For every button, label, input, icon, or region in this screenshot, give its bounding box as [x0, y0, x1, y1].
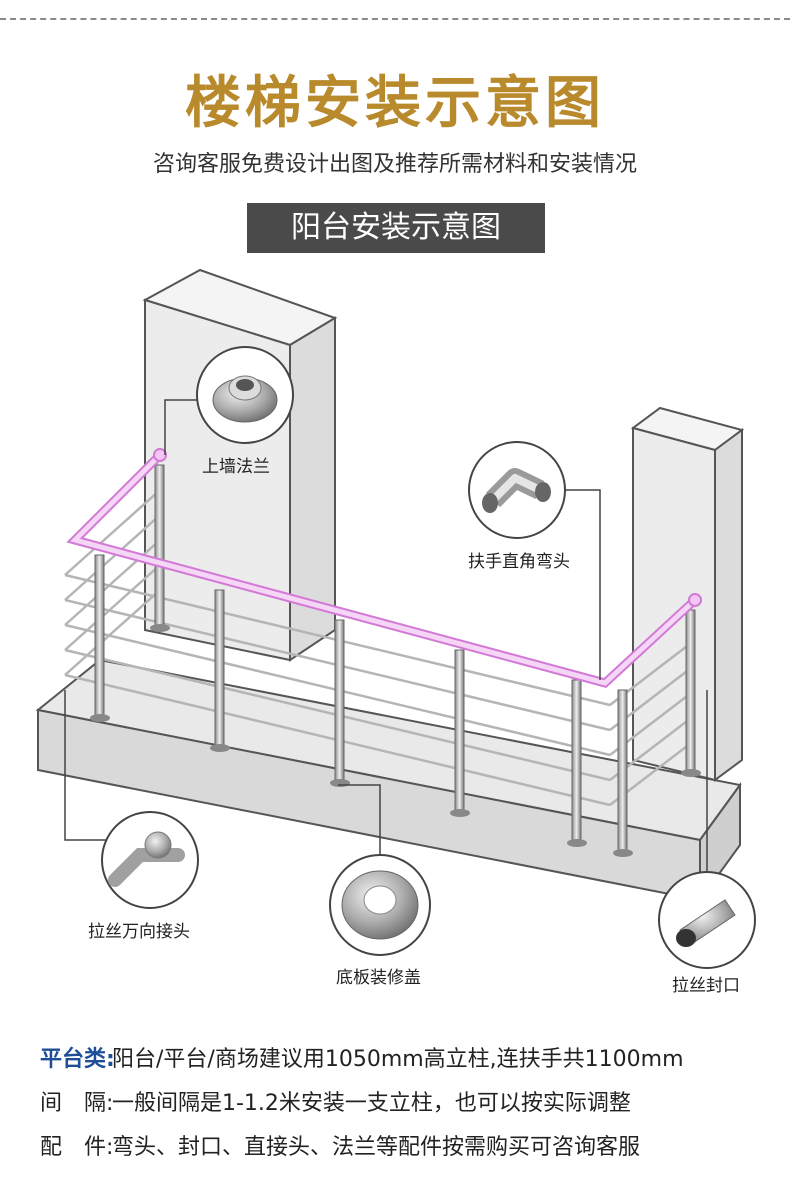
page-subtitle: 咨询客服免费设计出图及推荐所需材料和安装情况	[152, 152, 637, 177]
note-key: 间 隔:	[40, 1091, 114, 1116]
note-key: 配 件:	[40, 1135, 114, 1160]
balcony-diagram	[35, 268, 756, 969]
elbow-callout	[468, 441, 566, 539]
wall-flange-callout	[196, 346, 294, 444]
post	[567, 679, 587, 847]
universal-joint-callout	[101, 811, 199, 909]
label-wall-flange: 上墙法兰	[202, 457, 270, 477]
installation-notes: 平台类:阳台/平台/商场建议用1050mm高立柱,连扶手共1100mm 间 隔:…	[40, 1038, 770, 1170]
note-text: 弯头、封口、直接头、法兰等配件按需购买可咨询客服	[112, 1135, 641, 1160]
post	[90, 554, 110, 722]
note-spacing: 间 隔:一般间隔是1-1.2米安装一支立柱，也可以按实际调整	[40, 1082, 770, 1126]
post	[450, 649, 470, 817]
note-text: 一般间隔是1-1.2米安装一支立柱，也可以按实际调整	[112, 1091, 631, 1116]
section-banner: 阳台安装示意图	[247, 203, 545, 253]
note-accessories: 配 件:弯头、封口、直接头、法兰等配件按需购买可咨询客服	[40, 1126, 770, 1170]
handrail	[66, 448, 702, 688]
label-universal-joint: 拉丝万向接头	[88, 922, 190, 942]
label-base-cover: 底板装修盖	[336, 968, 421, 988]
note-text: 阳台/平台/商场建议用1050mm高立柱,连扶手共1100mm	[112, 1047, 684, 1072]
end-cap-callout	[658, 871, 756, 969]
post	[613, 689, 633, 857]
post	[330, 619, 350, 787]
base-cover-callout	[329, 854, 431, 956]
note-platform: 平台类:阳台/平台/商场建议用1050mm高立柱,连扶手共1100mm	[40, 1038, 770, 1082]
label-end-cap: 拉丝封口	[672, 976, 740, 996]
post	[150, 464, 170, 632]
note-key: 平台类:	[40, 1047, 115, 1072]
page-title: 楼梯安装示意图	[185, 71, 605, 136]
post	[210, 589, 230, 752]
top-dashed-divider	[0, 18, 790, 20]
label-right-angle-elbow: 扶手直角弯头	[468, 552, 570, 572]
